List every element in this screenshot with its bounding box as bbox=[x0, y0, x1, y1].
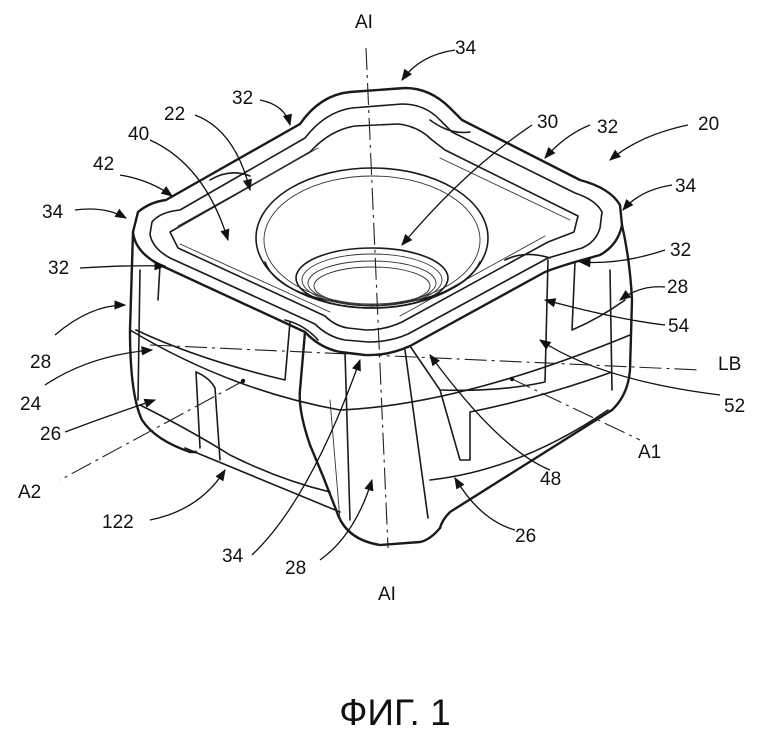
label-30: 30 bbox=[537, 112, 558, 133]
label-24: 24 bbox=[20, 394, 42, 415]
label-34-top: 34 bbox=[455, 38, 477, 59]
label-32-right: 32 bbox=[670, 240, 691, 261]
label-28-right: 28 bbox=[667, 277, 688, 298]
label-48: 48 bbox=[540, 469, 561, 490]
label-20: 20 bbox=[698, 114, 719, 135]
label-32-top-left: 32 bbox=[232, 88, 253, 109]
label-28-left: 28 bbox=[30, 352, 51, 373]
label-54: 54 bbox=[668, 316, 690, 337]
label-42: 42 bbox=[93, 154, 114, 175]
label-ai-bottom: AI bbox=[378, 584, 396, 605]
label-52: 52 bbox=[724, 396, 745, 417]
label-ai-top: AI bbox=[355, 12, 373, 33]
label-40: 40 bbox=[128, 124, 149, 145]
label-22: 22 bbox=[164, 104, 185, 125]
axis-ai bbox=[366, 48, 388, 548]
label-34-right: 34 bbox=[675, 176, 697, 197]
label-122: 122 bbox=[102, 512, 134, 533]
label-34-left: 34 bbox=[42, 202, 64, 223]
figure-caption: ФИГ. 1 bbox=[339, 692, 450, 733]
label-a1: A1 bbox=[638, 442, 661, 463]
label-28-bottom: 28 bbox=[285, 558, 306, 579]
label-32-left: 32 bbox=[48, 258, 69, 279]
label-a2: A2 bbox=[18, 482, 41, 503]
label-32-top-right: 32 bbox=[597, 117, 618, 138]
label-lb: LB bbox=[718, 354, 741, 375]
label-34-bottom: 34 bbox=[222, 546, 244, 567]
label-26-left: 26 bbox=[40, 424, 61, 445]
label-26-bottom: 26 bbox=[515, 526, 536, 547]
